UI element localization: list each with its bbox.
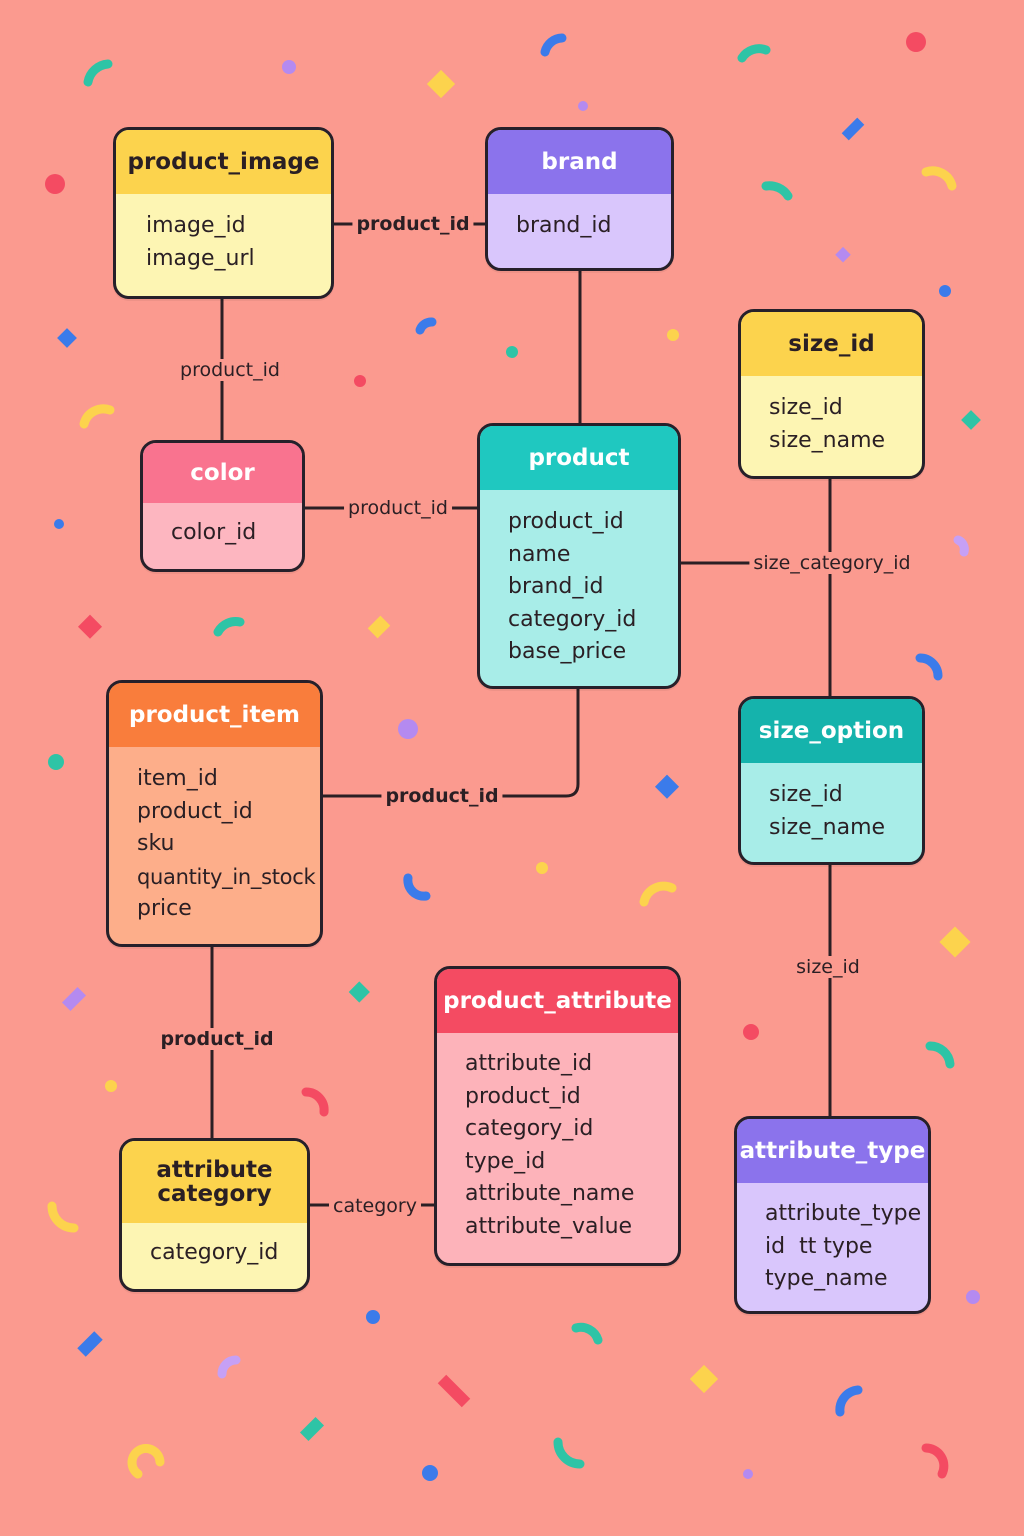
connector-item-product (322, 688, 580, 798)
entity-size-id-title: size_id (741, 312, 922, 376)
entity-color-title: color (143, 443, 302, 503)
entity-product-fields: product_id name brand_id category_id bas… (480, 490, 678, 686)
field-image-url: image_url (146, 245, 255, 271)
entity-attribute-type-fields: attribute_type id tt type type_name (737, 1183, 928, 1311)
field-type-id: type_id (465, 1148, 546, 1174)
entity-size-option-title: size_option (741, 699, 922, 763)
field-sku: sku (137, 831, 175, 857)
field-product-id: product_id (137, 798, 253, 824)
entity-product-attribute: product_attribute attribute_id product_i… (434, 966, 681, 1266)
label-color-product: product_id (344, 497, 452, 519)
field-name: name (508, 541, 571, 567)
field-product-id: product_id (508, 509, 624, 534)
field-item-id: item_id (137, 766, 218, 791)
label-category-attribute: category (329, 1195, 421, 1217)
field-brand-id: brand_id (508, 574, 604, 600)
entity-size-option-fields: size_id size_name (741, 763, 922, 862)
field-price: price (137, 896, 192, 922)
label-item-product: product_id (381, 785, 503, 807)
entity-attribute-category-title-line2: category (157, 1181, 272, 1207)
label-image-color: product_id (176, 359, 284, 381)
field-size-name: size_name (769, 814, 886, 840)
field-category-id: category_id (465, 1116, 594, 1142)
entity-color: color color_id (140, 440, 305, 572)
field-category-id: category_id (150, 1240, 279, 1265)
entity-product-title: product (480, 426, 678, 490)
field-quantity-in-stock: quantity_in_stock (137, 864, 316, 889)
field-attribute-type: attribute_type (765, 1201, 922, 1226)
field-attribute-id: attribute_id (465, 1051, 593, 1076)
entity-product-attribute-fields: attribute_id product_id category_id type… (437, 1033, 678, 1263)
entity-size-id-fields: size_id size_name (741, 376, 922, 476)
field-id-tt-type: id tt type (765, 1233, 873, 1259)
field-attribute-value: attribute_value (465, 1213, 633, 1239)
entity-product-image-fields: image_id image_url (116, 194, 331, 296)
entity-attribute-category-title-line1: attribute (156, 1157, 273, 1183)
field-size-id: size_id (769, 395, 843, 420)
field-color-id: color_id (171, 520, 257, 545)
field-brand-id: brand_id (516, 213, 612, 238)
entity-product-image-title: product_image (116, 130, 331, 194)
field-image-id: image_id (146, 213, 246, 238)
entity-attribute-type-title: attribute_type (737, 1119, 928, 1183)
entity-product-attribute-title: product_attribute (437, 969, 678, 1033)
field-type-name: type_name (765, 1266, 888, 1292)
entity-product-item: product_item item_id product_id sku quan… (106, 680, 323, 947)
entity-product: product product_id name brand_id categor… (477, 423, 681, 689)
entity-attribute-category: attribute category category_id (119, 1138, 310, 1292)
field-size-name: size_name (769, 427, 886, 453)
entity-size-id: size_id size_id size_name (738, 309, 925, 479)
entity-brand-title: brand (488, 130, 671, 194)
field-product-id: product_id (465, 1083, 581, 1109)
entity-attribute-category-title: attribute category (122, 1141, 307, 1223)
entity-attribute-type: attribute_type attribute_type id tt type… (734, 1116, 931, 1314)
entity-product-item-title: product_item (109, 683, 320, 747)
entity-brand-fields: brand_id (488, 194, 671, 268)
field-attribute-name: attribute_name (465, 1181, 635, 1207)
label-item-category: product_id (156, 1028, 278, 1050)
entity-size-option: size_option size_id size_name (738, 696, 925, 865)
field-category-id: category_id (508, 606, 637, 632)
entity-attribute-category-fields: category_id (122, 1223, 307, 1289)
label-product-size: size_category_id (749, 552, 915, 574)
entity-product-item-fields: item_id product_id sku quantity_in_stock… (109, 747, 320, 944)
entity-product-image: product_image image_id image_url (113, 127, 334, 299)
label-size-option-type: size_id (792, 956, 864, 978)
label-image-brand: product_id (352, 213, 474, 235)
field-base-price: base_price (508, 639, 627, 665)
entity-color-fields: color_id (143, 503, 302, 569)
entity-brand: brand brand_id (485, 127, 674, 271)
field-size-id: size_id (769, 782, 843, 807)
